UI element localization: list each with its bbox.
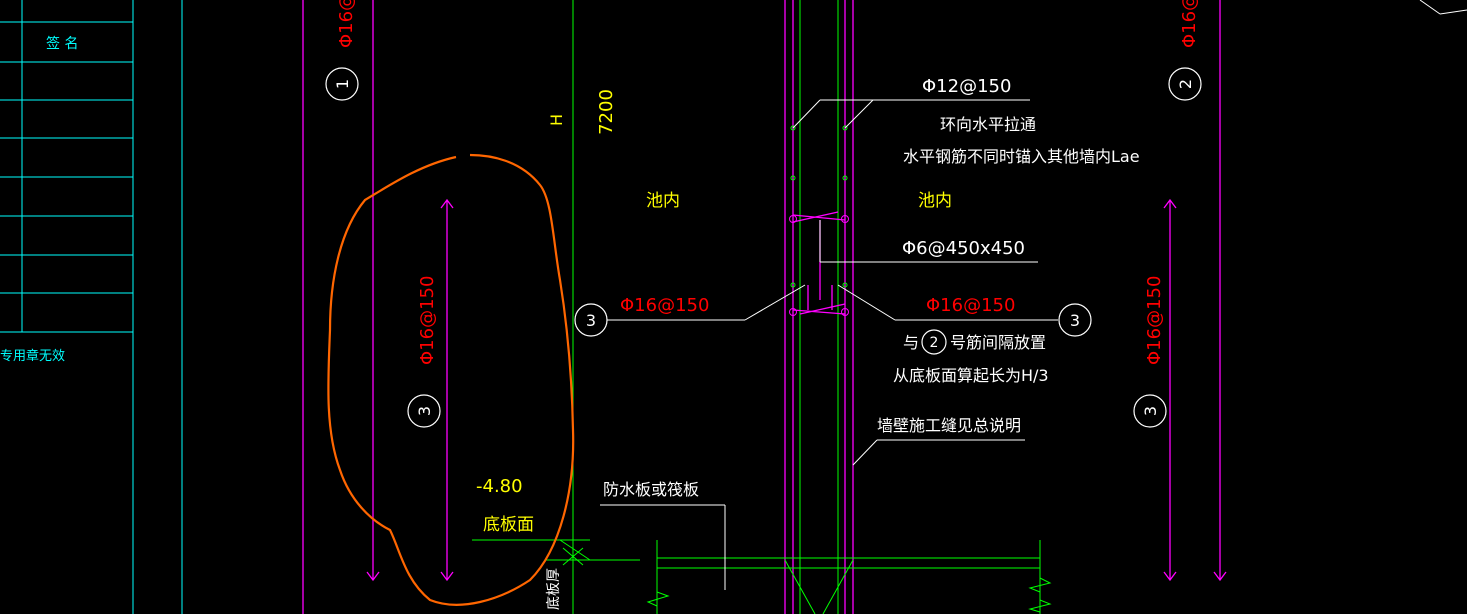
marker-3-right: 3 [1070,311,1080,330]
wall-lines [302,0,1227,614]
marker-circles [325,67,1202,428]
ring-note-1: 环向水平拉通 [940,115,1036,134]
elevation-value: -4.80 [476,476,523,497]
rebar-dots [789,125,849,316]
slab-thickness-note: 底板厚 [546,568,562,610]
rebar-left-top: Φ16@ [336,0,357,48]
marker-1: 1 [333,79,352,89]
height-value: 7200 [596,89,617,135]
waterproof-note: 防水板或筏板 [603,480,699,499]
rebar-dowel-right: Φ16@150 [926,295,1015,316]
markup-cloud [327,153,575,606]
pool-inside-right: 池内 [918,191,952,211]
rebar-dowel-left: Φ16@150 [620,295,709,316]
alternate-note-suffix: 号筋间隔放置 [950,333,1046,352]
pool-inside-left: 池内 [646,191,680,211]
marker-2-inline: 2 [930,335,939,351]
dowel-rebars [792,211,846,315]
marker-2: 2 [1176,79,1195,89]
elevation-label: 底板面 [483,515,534,535]
joint-note: 墙壁施工缝见总说明 [877,416,1021,435]
signature-header: 签 名 [46,35,78,52]
stamp-note: 专用章无效 [0,348,65,364]
title-block [0,0,183,614]
marker-3-far-right: 3 [1141,406,1160,416]
rebar-left-vertical: Φ16@150 [417,276,438,365]
marker-3-left: 3 [415,406,434,416]
axis-lines [472,0,1052,614]
rebar-right-top: Φ16@ [1179,0,1200,48]
length-note: 从底板面算起长为H/3 [893,366,1049,385]
ring-note-2: 水平钢筋不同时锚入其他墙内Lae [903,147,1140,166]
height-label: H [547,114,566,126]
rebar-horizontal-ring: Φ12@150 [922,76,1011,97]
marker-3-mid: 3 [586,311,596,330]
rebar-right-vertical: Φ16@150 [1144,276,1165,365]
leader-lines [600,0,1467,590]
alternate-note-prefix: 与 [903,333,919,352]
rebar-tie-bar: Φ6@450x450 [902,238,1025,259]
